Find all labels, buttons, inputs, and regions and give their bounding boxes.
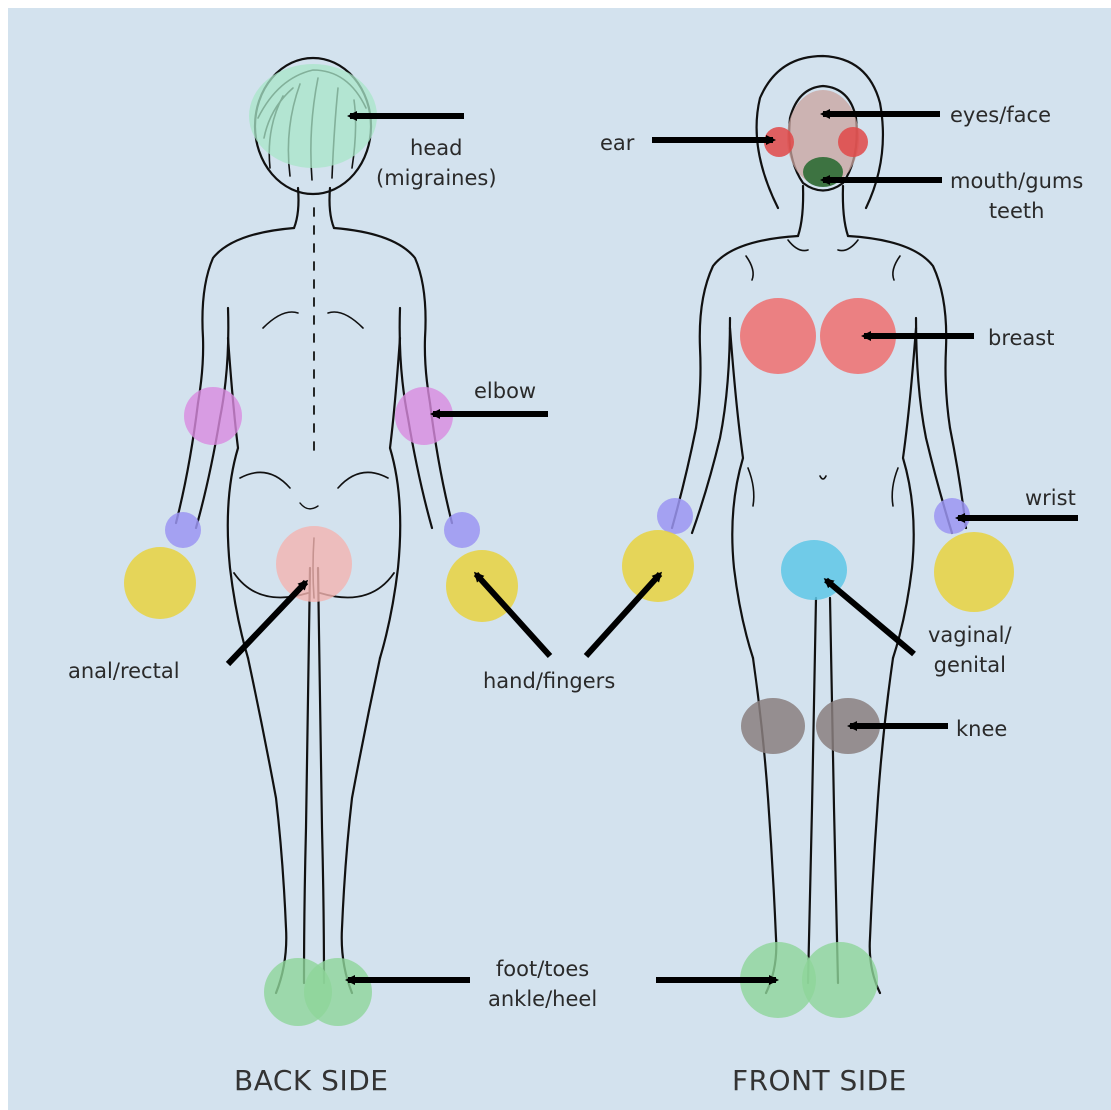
label-foot-toes: foot/toes ankle/heel [488,954,597,1015]
label-ear: ear [600,128,634,158]
back-anal-zone [276,526,352,602]
label-eyes-face: eyes/face [950,100,1051,130]
caption-front-side: FRONT SIDE [732,1064,907,1097]
front-ear-right-zone [838,127,868,157]
label-genital-line2: genital [928,650,1012,680]
back-wrist-left-zone [165,512,201,548]
front-foot-right-zone [802,942,878,1018]
label-foot-line2: ankle/heel [488,984,597,1014]
caption-back-side: BACK SIDE [234,1064,388,1097]
back-wrist-right-zone [444,512,480,548]
front-wrist-left-zone [657,498,693,534]
front-hand-left-zone [622,530,694,602]
label-wrist: wrist [1025,483,1076,513]
label-head-line1: head [376,133,497,163]
label-head: head (migraines) [376,133,497,194]
back-figure [176,58,452,993]
back-highlights [124,64,518,1026]
arrow-hand-front [586,574,660,656]
back-elbow-left-zone [184,387,242,445]
front-breast-left-zone [740,298,816,374]
label-hand-fingers: hand/fingers [483,666,615,696]
label-breast: breast [988,323,1054,353]
body-diagram [8,8,1111,1110]
diagram-canvas: head (migraines) elbow anal/rectal hand/… [8,8,1111,1110]
front-figure [672,56,966,993]
front-knee-left-zone [741,698,805,754]
label-anal-rectal: anal/rectal [68,656,180,686]
arrow-genital [826,580,914,654]
front-hand-right-zone [934,532,1014,612]
label-mouth-line2: teeth [950,196,1083,226]
label-mouth-gums: mouth/gums teeth [950,166,1083,227]
label-foot-line1: foot/toes [488,954,597,984]
label-mouth-line1: mouth/gums [950,166,1083,196]
label-vaginal-genital: vaginal/ genital [928,620,1012,681]
label-elbow: elbow [474,376,536,406]
label-head-line2: (migraines) [376,163,497,193]
label-knee: knee [956,714,1007,744]
front-highlights [622,90,1014,1018]
back-foot-right-zone [304,958,372,1026]
back-hand-left-zone [124,547,196,619]
label-genital-line1: vaginal/ [928,620,1012,650]
